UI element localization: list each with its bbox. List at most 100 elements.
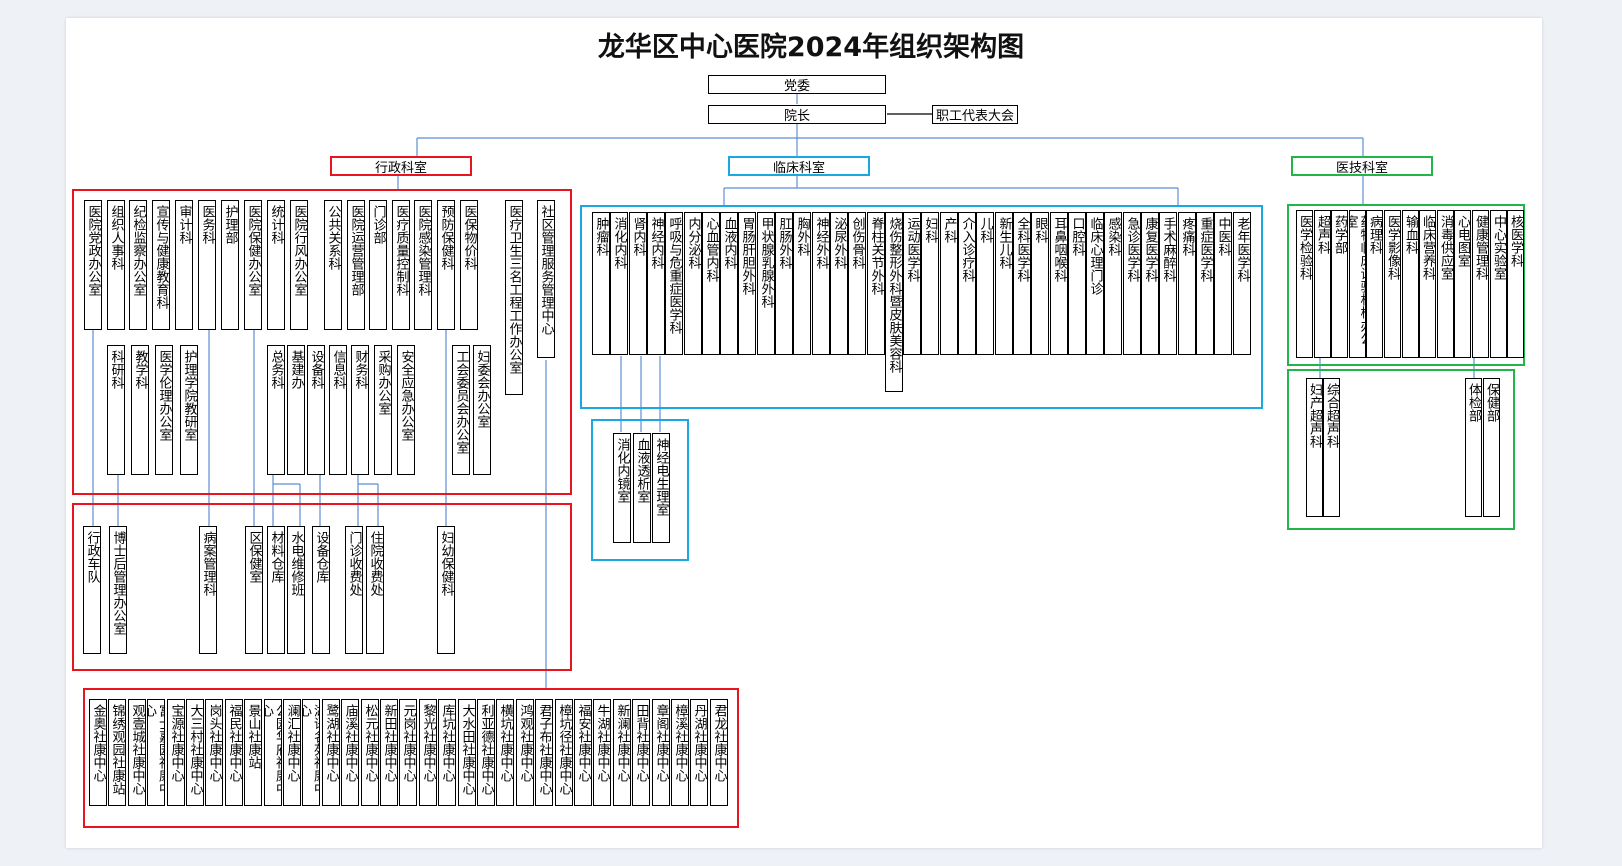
community-center-12: 湖语名苑社康中心: [302, 699, 320, 806]
admin-unit-8: 门诊收费处: [345, 526, 363, 654]
clinical-dept-32: 手术麻醉科: [1159, 212, 1177, 355]
clinical-dept-7: 心血管内科: [702, 212, 720, 355]
clinical-dept-10: 甲状腺乳腺外科: [757, 212, 775, 355]
medtech-dept-1: 医学检验科: [1296, 210, 1313, 358]
community-center-21: 利亚德社康中心: [477, 699, 495, 806]
clinical-dept-17: 烧伤整形外科暨皮肤美容科: [885, 212, 903, 392]
admin-subdept-8: 信息科: [329, 345, 347, 475]
admin-unit-3: 病案管理科: [199, 526, 217, 654]
admin-subdept-6: 基建办: [287, 345, 305, 475]
clinical-dept-31: 康复医学科: [1141, 212, 1159, 355]
admin-unit-2: 博士后管理办公室: [109, 526, 127, 654]
clinical-dept-26: 耳鼻咽喉科: [1050, 212, 1068, 355]
admin-dept-12: 医院运营管理部: [347, 200, 365, 330]
medtech-dept-4: 药物临床试验机构办公室: [1349, 210, 1366, 358]
admin-unit-6: 水电维修班: [287, 526, 305, 654]
community-center-10: 公园华府社康中心: [264, 699, 282, 806]
community-center-32: 丹湖社康中心: [690, 699, 708, 806]
clinical-dept-11: 肛肠外科: [775, 212, 793, 355]
admin-subdept-1: 科研科: [107, 345, 125, 475]
admin-unit-10: 妇幼保健科: [437, 526, 455, 654]
community-center-8: 福民社康中心: [225, 699, 243, 806]
admin-dept-1: 医院党政办公室: [84, 200, 102, 330]
clinical-dept-14: 泌尿外科: [830, 212, 848, 355]
admin-subdept-4: 护理学院教研室: [180, 345, 198, 475]
clinical-dept-29: 感染科: [1104, 212, 1122, 355]
community-center-15: 松元社康中心: [361, 699, 379, 806]
admin-subdept-12: 工会委员会办公室: [452, 345, 470, 475]
community-center-6: 大三村社康中心: [186, 699, 204, 806]
community-center-26: 福安社康中心: [574, 699, 592, 806]
admin-subdept-2: 教学科: [131, 345, 149, 475]
category-medtech: 医技科室: [1291, 156, 1433, 176]
admin-unit-7: 设备仓库: [312, 526, 330, 654]
admin-dept-2: 组织人事科: [107, 200, 125, 330]
clinical-dept-30: 急诊医学科: [1123, 212, 1141, 355]
admin-dept-15: 医院感染管理科: [414, 200, 432, 330]
admin-dept-9: 统计科: [267, 200, 285, 330]
community-group: [83, 688, 739, 828]
clinical-dept-12: 胸外科: [793, 212, 811, 355]
medtech-dept-12: 中心实验室: [1490, 210, 1507, 358]
clinical-dept-1: 肿瘤科: [592, 212, 610, 355]
clinical-dept-22: 儿科: [976, 212, 994, 355]
clinical-subdept-1: 消化内镜室: [613, 433, 631, 543]
clinical-dept-13: 神经外科: [812, 212, 830, 355]
admin-unit-1: 行政车队: [83, 526, 101, 654]
medtech-dept-7: 输血科: [1402, 210, 1419, 358]
medtech-dept-8: 临床营养科: [1419, 210, 1436, 358]
community-center-20: 大水田社康中心: [458, 699, 476, 806]
admin-subdept-3: 医学伦理办公室: [155, 345, 173, 475]
medtech-subdept-3: 体检部: [1465, 378, 1482, 517]
community-center-18: 黎光社康中心: [419, 699, 437, 806]
community-center-27: 牛湖社康中心: [593, 699, 611, 806]
president-box: 院长: [708, 105, 886, 124]
admin-subdept-9: 财务科: [351, 345, 369, 475]
clinical-group-1: [580, 205, 1263, 409]
medtech-dept-2: 超声科: [1314, 210, 1331, 358]
community-center-5: 宝源社康中心: [167, 699, 185, 806]
clinical-dept-16: 脊柱关节外科: [867, 212, 885, 355]
community-center-4: 富士嘉园社康中心: [147, 699, 165, 806]
admin-unit-4: 区保健室: [245, 526, 263, 654]
admin-dept-10: 医院行风办公室: [290, 200, 308, 330]
community-center-3: 观壹城社康中心: [128, 699, 146, 806]
admin-unit-9: 住院收费处: [366, 526, 384, 654]
medtech-group-2: [1287, 369, 1515, 530]
admin-dept-11: 公共关系科: [324, 200, 342, 330]
community-center-25: 樟坑径社康中心: [555, 699, 573, 806]
admin-dept-18: 医疗卫生三名工程工作办公室: [505, 200, 523, 395]
clinical-dept-3: 肾内科: [629, 212, 647, 355]
admin-subdept-11: 安全应急办公室: [397, 345, 415, 475]
clinical-group-2: [591, 419, 689, 561]
clinical-dept-35: 中医科: [1214, 212, 1232, 355]
community-center-16: 新田社康中心: [380, 699, 398, 806]
community-center-29: 田背社康中心: [632, 699, 650, 806]
clinical-dept-25: 眼科: [1031, 212, 1049, 355]
medtech-subdept-4: 保健部: [1483, 378, 1500, 517]
chart-title: 龙华区中心医院2024年组织架构图: [597, 32, 1025, 63]
community-center-22: 横坑社康中心: [496, 699, 514, 806]
clinical-dept-6: 内分泌科: [684, 212, 702, 355]
clinical-dept-8: 血液内科: [720, 212, 738, 355]
category-clinical: 临床科室: [728, 156, 870, 176]
community-center-33: 君龙社康中心: [710, 699, 728, 806]
medtech-dept-9: 消毒供应室: [1437, 210, 1454, 358]
community-center-19: 库坑社康中心: [438, 699, 456, 806]
community-center-31: 樟溪社康中心: [671, 699, 689, 806]
admin-dept-13: 门诊部: [369, 200, 387, 330]
clinical-dept-27: 口腔科: [1068, 212, 1086, 355]
community-center-11: 澜汇社康中心: [283, 699, 301, 806]
admin-dept-19: 社区管理服务管理中心: [537, 200, 555, 358]
clinical-dept-9: 胃肠肝胆外科: [738, 212, 756, 355]
community-center-7: 岗头社康中心: [205, 699, 223, 806]
community-center-23: 鸿观社康中心: [516, 699, 534, 806]
medtech-subdept-1: 妇产超声科: [1306, 378, 1323, 517]
admin-dept-6: 医务科: [198, 200, 216, 330]
community-center-1: 金奥社康中心: [89, 699, 107, 806]
admin-unit-5: 材料仓库: [267, 526, 285, 654]
admin-subdept-7: 设备科: [307, 345, 325, 475]
admin-group-2: [72, 503, 572, 671]
admin-subdept-5: 总务科: [267, 345, 285, 475]
admin-dept-3: 纪检监察办公室: [129, 200, 147, 330]
